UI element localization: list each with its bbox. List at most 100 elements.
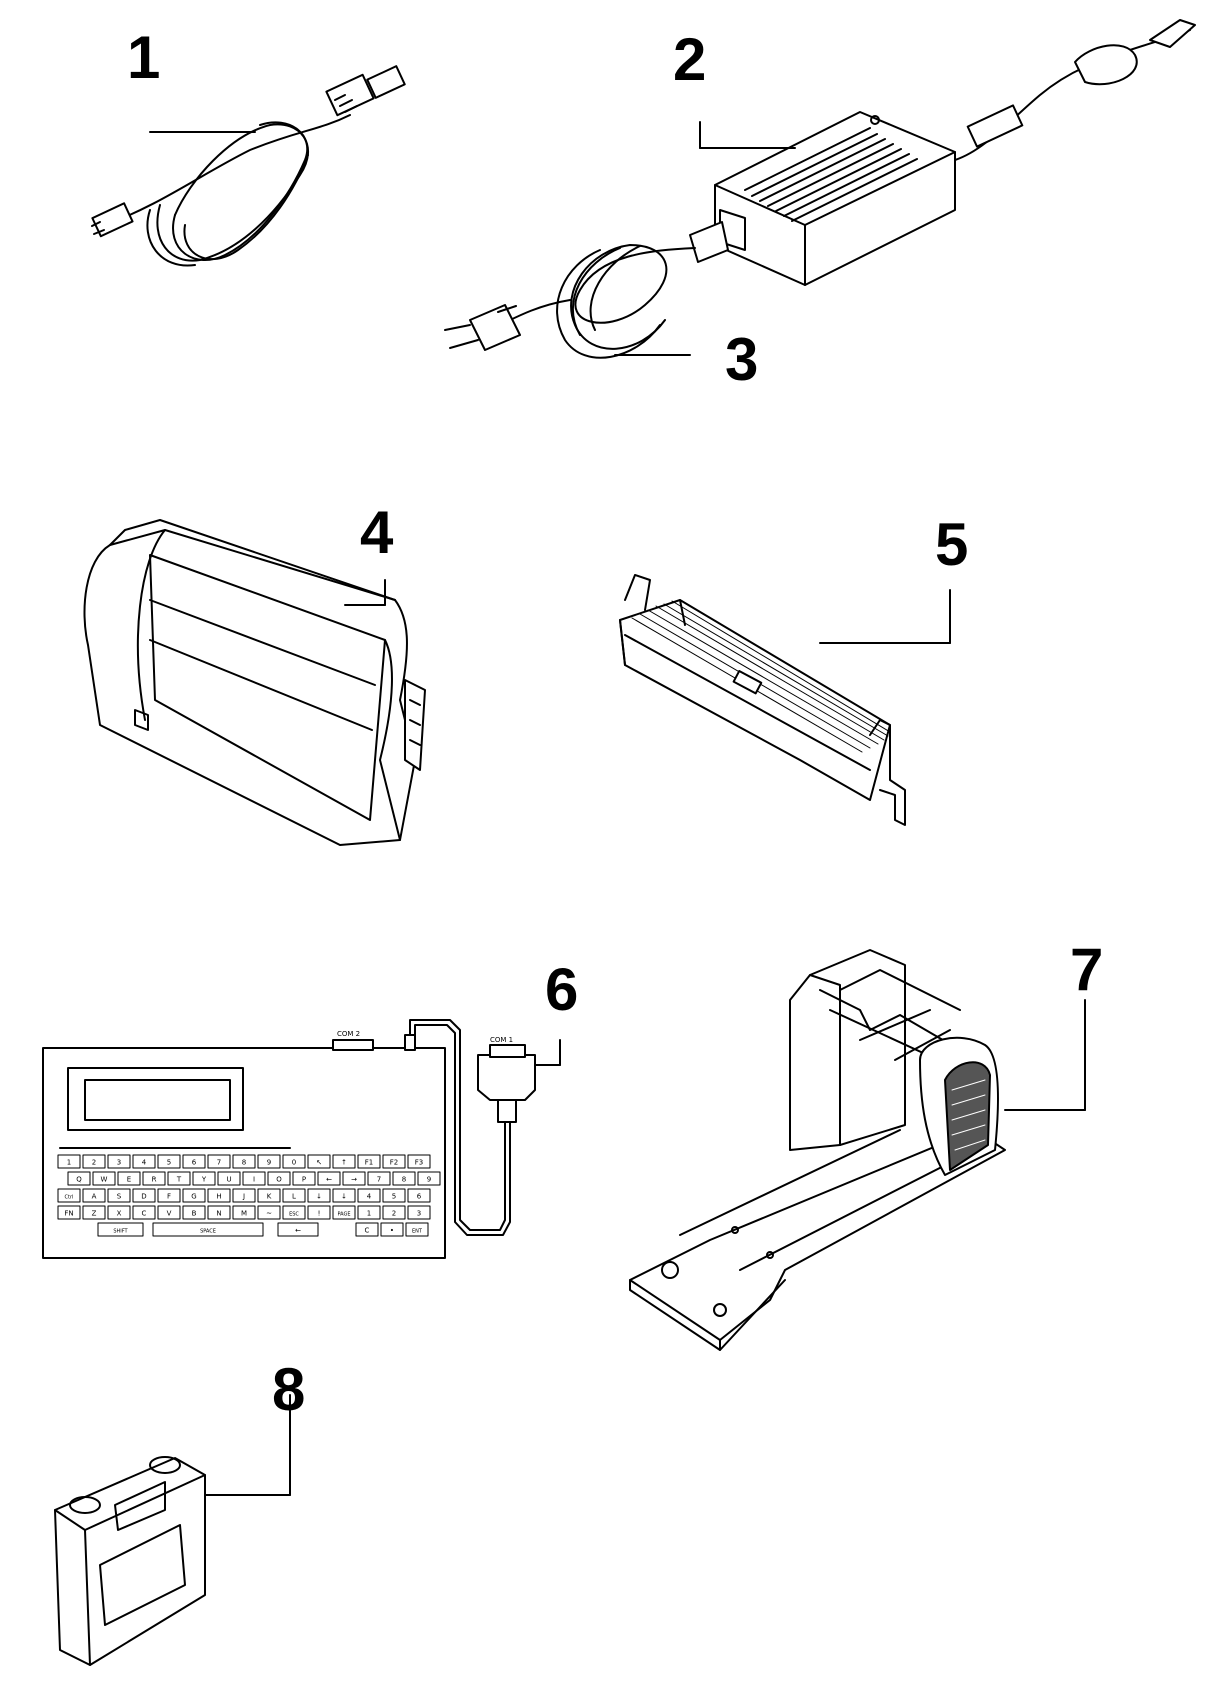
keyboard-key (192, 1171, 216, 1186)
keyboard-key (332, 1188, 356, 1203)
keyboard-key-label: ↓ (316, 1193, 322, 1201)
keyboard-key (232, 1205, 256, 1220)
keyboard-key-enter (277, 1222, 319, 1237)
keyboard-key-label: F2 (390, 1159, 398, 1167)
keyboard-key (232, 1188, 256, 1203)
keyboard-key (207, 1205, 231, 1220)
keyboard-key-label: 4 (367, 1193, 372, 1201)
keyboard-key (67, 1171, 91, 1186)
keyboard-key (380, 1222, 404, 1237)
callout-3: 3 (725, 326, 759, 393)
keyboard-key-shift-label: SHIFT (113, 1229, 128, 1235)
keyboard-key (407, 1154, 431, 1169)
keyboard-key (357, 1205, 381, 1220)
keyboard-key (407, 1188, 431, 1203)
power-adapter (689, 19, 1196, 286)
keyboard-key (107, 1154, 131, 1169)
keyboard-key (282, 1154, 306, 1169)
keyboard-key-label: → (351, 1176, 357, 1184)
keyboard-key (355, 1222, 379, 1237)
keyboard-key-space-label: SPACE (200, 1229, 216, 1235)
callout-5: 5 (935, 511, 969, 578)
keyboard-key-label: L (292, 1193, 296, 1201)
callout-8: 8 (272, 1356, 306, 1423)
keyboard-key (82, 1205, 106, 1220)
keyboard-key-label: E (127, 1176, 131, 1184)
keyboard-key (342, 1171, 366, 1186)
keyboard-key (367, 1171, 391, 1186)
callout-2: 2 (673, 26, 707, 93)
keyboard-key-label: ENT (412, 1229, 423, 1235)
cutter-module (83, 519, 426, 846)
keyboard-key-label: U (226, 1176, 231, 1184)
keyboard-key (82, 1154, 106, 1169)
keyboard-key-label: Z (92, 1210, 97, 1218)
callout-4: 4 (360, 499, 394, 566)
keyboard-key (417, 1171, 441, 1186)
callout-1: 1 (127, 24, 161, 91)
keyboard-key-label: ↖ (316, 1159, 322, 1167)
keyboard-key-label: 7 (217, 1159, 221, 1167)
memory-card (54, 1456, 206, 1666)
keyboard-key-label: 5 (167, 1159, 171, 1167)
keyboard-key-label: P (302, 1176, 306, 1184)
keyboard-key-label: 7 (377, 1176, 381, 1184)
keyboard-key-label: 2 (392, 1210, 396, 1218)
keyboard-key (182, 1154, 206, 1169)
usb-cable (91, 65, 406, 267)
keyboard-key (282, 1205, 306, 1220)
keyboard-key (92, 1171, 116, 1186)
keyboard-key (182, 1205, 206, 1220)
keyboard-key (207, 1188, 231, 1203)
keyboard-key-label: 1 (367, 1210, 371, 1218)
keyboard-key (357, 1154, 381, 1169)
keyboard-key-space (152, 1222, 264, 1237)
keyboard-key-label: • (390, 1227, 394, 1235)
callout-7: 7 (1070, 936, 1104, 1003)
keyboard-key-label: H (216, 1193, 221, 1201)
keyboard-key-label: Q (76, 1176, 82, 1184)
keyboard-key-shift (97, 1222, 144, 1237)
keyboard-key (157, 1154, 181, 1169)
keyboard-key-label: F1 (365, 1159, 373, 1167)
keyboard-key-enter-label: ← (295, 1227, 301, 1235)
keyboard-key-label: M (241, 1210, 247, 1218)
keyboard-key-label: 8 (242, 1159, 246, 1167)
keyboard-key-label: B (192, 1210, 197, 1218)
power-cord (444, 244, 696, 359)
keyboard-key-label: 9 (267, 1159, 271, 1167)
keyboard-key (242, 1171, 266, 1186)
callout-6: 6 (545, 956, 579, 1023)
keyboard-key-label: 2 (92, 1159, 96, 1167)
keyboard-key-label: ↓ (341, 1193, 347, 1201)
keyboard-key (282, 1188, 306, 1203)
keyboard-key (232, 1154, 256, 1169)
keyboard-key (107, 1205, 131, 1220)
keyboard-key-label: Y (201, 1176, 207, 1184)
keyboard-key (132, 1154, 156, 1169)
keyboard-key-label: O (276, 1176, 282, 1184)
keyboard-key-label: S (117, 1193, 122, 1201)
keyboard-key-label: 9 (427, 1176, 431, 1184)
keyboard-key (382, 1188, 406, 1203)
keyboard-key (357, 1188, 381, 1203)
keyboard-key (257, 1154, 281, 1169)
keyboard-key (317, 1171, 341, 1186)
keyboard-key-label: R (152, 1176, 157, 1184)
keyboard-key-label: 3 (117, 1159, 121, 1167)
media-holder (629, 949, 1006, 1351)
keyboard-key-label: F (167, 1193, 171, 1201)
peeler-module (619, 574, 906, 826)
keyboard-key (107, 1188, 131, 1203)
keyboard-key-label: ↑ (341, 1159, 347, 1167)
keyboard-key (157, 1188, 181, 1203)
keyboard-key-label: 4 (142, 1159, 147, 1167)
keyboard-key-label: N (216, 1210, 221, 1218)
keyboard-key-label: A (92, 1193, 97, 1201)
keyboard-key (132, 1205, 156, 1220)
keyboard-key-label: 3 (417, 1210, 421, 1218)
keyboard-key (405, 1222, 429, 1237)
